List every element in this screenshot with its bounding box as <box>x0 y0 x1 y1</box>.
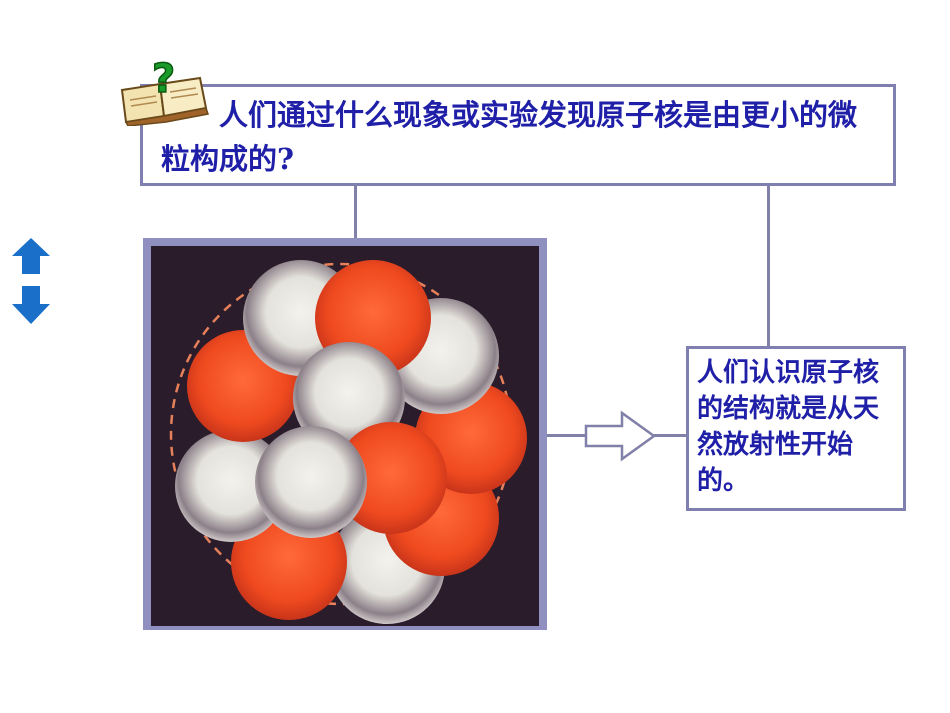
proton <box>335 422 447 534</box>
up-down-arrows-icon <box>12 238 50 324</box>
question-text: 人们通过什么现象或实验发现原子核是由更小的微粒构成的? <box>161 98 858 176</box>
question-book-icon: ? <box>120 60 209 126</box>
svg-text:?: ? <box>152 60 175 102</box>
connector-bottom <box>547 434 585 437</box>
connector-right <box>767 186 770 348</box>
answer-box: 人们认识原子核的结构就是从天然放射性开始的。 <box>686 346 906 511</box>
answer-text: 人们认识原子核的结构就是从天然放射性开始的。 <box>697 358 880 496</box>
right-arrow-icon <box>584 410 657 462</box>
nucleus-image-frame <box>143 238 547 630</box>
neutron <box>175 430 287 542</box>
question-box: 人们通过什么现象或实验发现原子核是由更小的微粒构成的? <box>140 84 896 186</box>
nucleus-image <box>151 246 539 626</box>
neutron <box>255 426 367 538</box>
connector-left <box>354 186 357 240</box>
connector-answer <box>654 434 688 437</box>
